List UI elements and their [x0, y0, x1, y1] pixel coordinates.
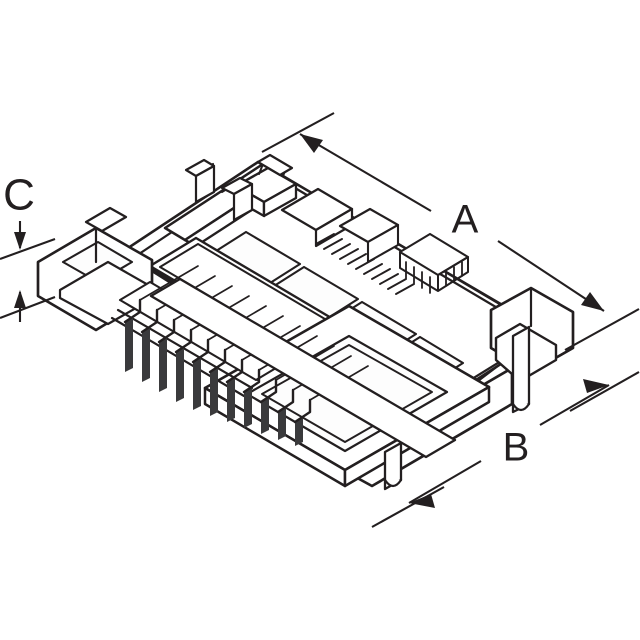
lead-shoulder — [208, 348, 227, 374]
solder-pin — [227, 378, 235, 422]
lead-shoulder — [276, 388, 295, 414]
dimension-b-arrowhead-start — [409, 494, 435, 508]
dimension-a-extension-start — [261, 112, 335, 153]
dimension-b-extension-end — [569, 371, 640, 412]
center-mounting-post — [383, 441, 403, 491]
comb-block-right-sides — [399, 251, 469, 292]
dimension-b: B — [371, 371, 640, 528]
lead-shoulder — [191, 338, 210, 364]
dimension-a-line-upper — [299, 133, 432, 212]
lead-shoulder — [140, 308, 159, 334]
left-mounting-bracket — [36, 206, 154, 332]
lead-shoulder — [242, 368, 261, 394]
lead-shoulder — [259, 378, 278, 404]
latch-tab-a-side — [194, 164, 216, 204]
left-bracket-tab — [84, 206, 128, 233]
dimension-c-arrowhead-bottom — [14, 290, 26, 308]
contact-rib-set-a — [315, 233, 415, 295]
lead-shoulder — [123, 298, 142, 324]
lead-shoulder — [225, 358, 244, 384]
connector-part — [36, 153, 575, 491]
solder-pin — [176, 348, 184, 402]
contact-comb-right — [315, 232, 470, 295]
solder-pin — [210, 368, 218, 416]
solder-pin — [244, 388, 252, 428]
back-edge-strip — [256, 153, 294, 177]
lead-wire — [139, 265, 199, 301]
top-latch-features — [184, 158, 400, 264]
dimension-c-label: C — [3, 171, 35, 220]
dimension-a-arrowhead-end — [581, 292, 604, 311]
lead-shoulder — [174, 328, 193, 354]
solder-pin — [159, 338, 167, 392]
latch-tab-b-side — [232, 182, 254, 222]
dimension-a-extension-end — [564, 308, 640, 351]
lead-shoulder — [293, 398, 312, 424]
right-mounting-bracket — [489, 286, 575, 414]
dimension-c-extension-bottom — [0, 296, 56, 319]
solder-pin — [193, 358, 201, 410]
dimension-b-label: B — [503, 426, 530, 470]
comb-right-teeth — [405, 261, 463, 294]
dimension-b-extension-start — [371, 486, 445, 528]
right-bracket-post-tip — [511, 402, 531, 412]
solder-pin — [261, 398, 269, 434]
solder-pin — [295, 418, 303, 446]
dimension-c-extension-top — [0, 238, 56, 260]
solder-pin — [125, 318, 133, 372]
dimension-a-arrowhead-start — [300, 134, 323, 153]
dimension-a: A — [261, 112, 640, 351]
dimension-c-arrowhead-top — [14, 232, 26, 250]
lead-shoulder — [157, 318, 176, 344]
dimension-a-label: A — [452, 198, 479, 242]
latch-block-left-face — [262, 182, 298, 218]
solder-pin — [278, 408, 286, 440]
dimension-b-arrowhead-end — [583, 379, 609, 393]
center-post-tip — [383, 478, 403, 488]
latch-block-right-face — [366, 223, 400, 264]
solder-pin — [142, 328, 150, 382]
dimension-b-line-upper — [539, 384, 610, 426]
solder-pin-group — [125, 318, 303, 446]
right-bracket-post-body — [511, 325, 531, 414]
lower-long-rail — [149, 277, 457, 459]
back-edge-tab — [256, 153, 294, 177]
right-bracket-edges — [489, 286, 575, 374]
dimension-c: C — [0, 171, 56, 322]
dimension-b-line-lower — [408, 460, 482, 504]
lower-rail-face — [149, 277, 457, 459]
lead-shoulder-group — [123, 298, 312, 424]
